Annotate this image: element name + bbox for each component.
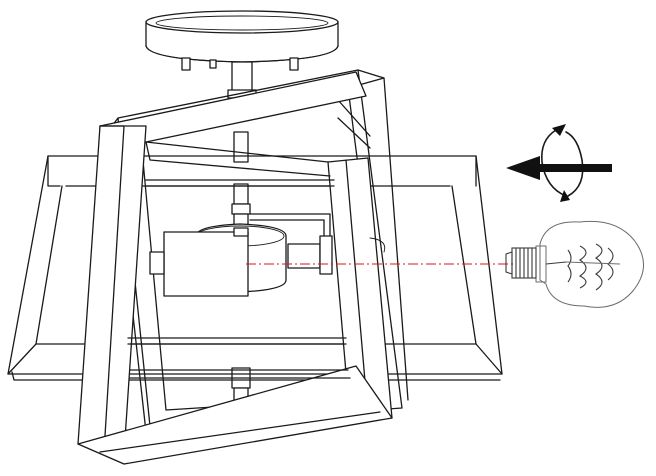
cross-bars	[127, 179, 351, 379]
counterclockwise-rotate-icon	[540, 124, 584, 202]
front-square-frame	[77, 71, 393, 465]
bulb-filament	[545, 243, 621, 291]
bulb-screw-base	[505, 247, 537, 279]
ceiling-canopy	[145, 10, 339, 71]
light-bulb	[505, 220, 644, 308]
left-arrow-icon	[506, 156, 612, 180]
socket-housing	[149, 223, 386, 297]
